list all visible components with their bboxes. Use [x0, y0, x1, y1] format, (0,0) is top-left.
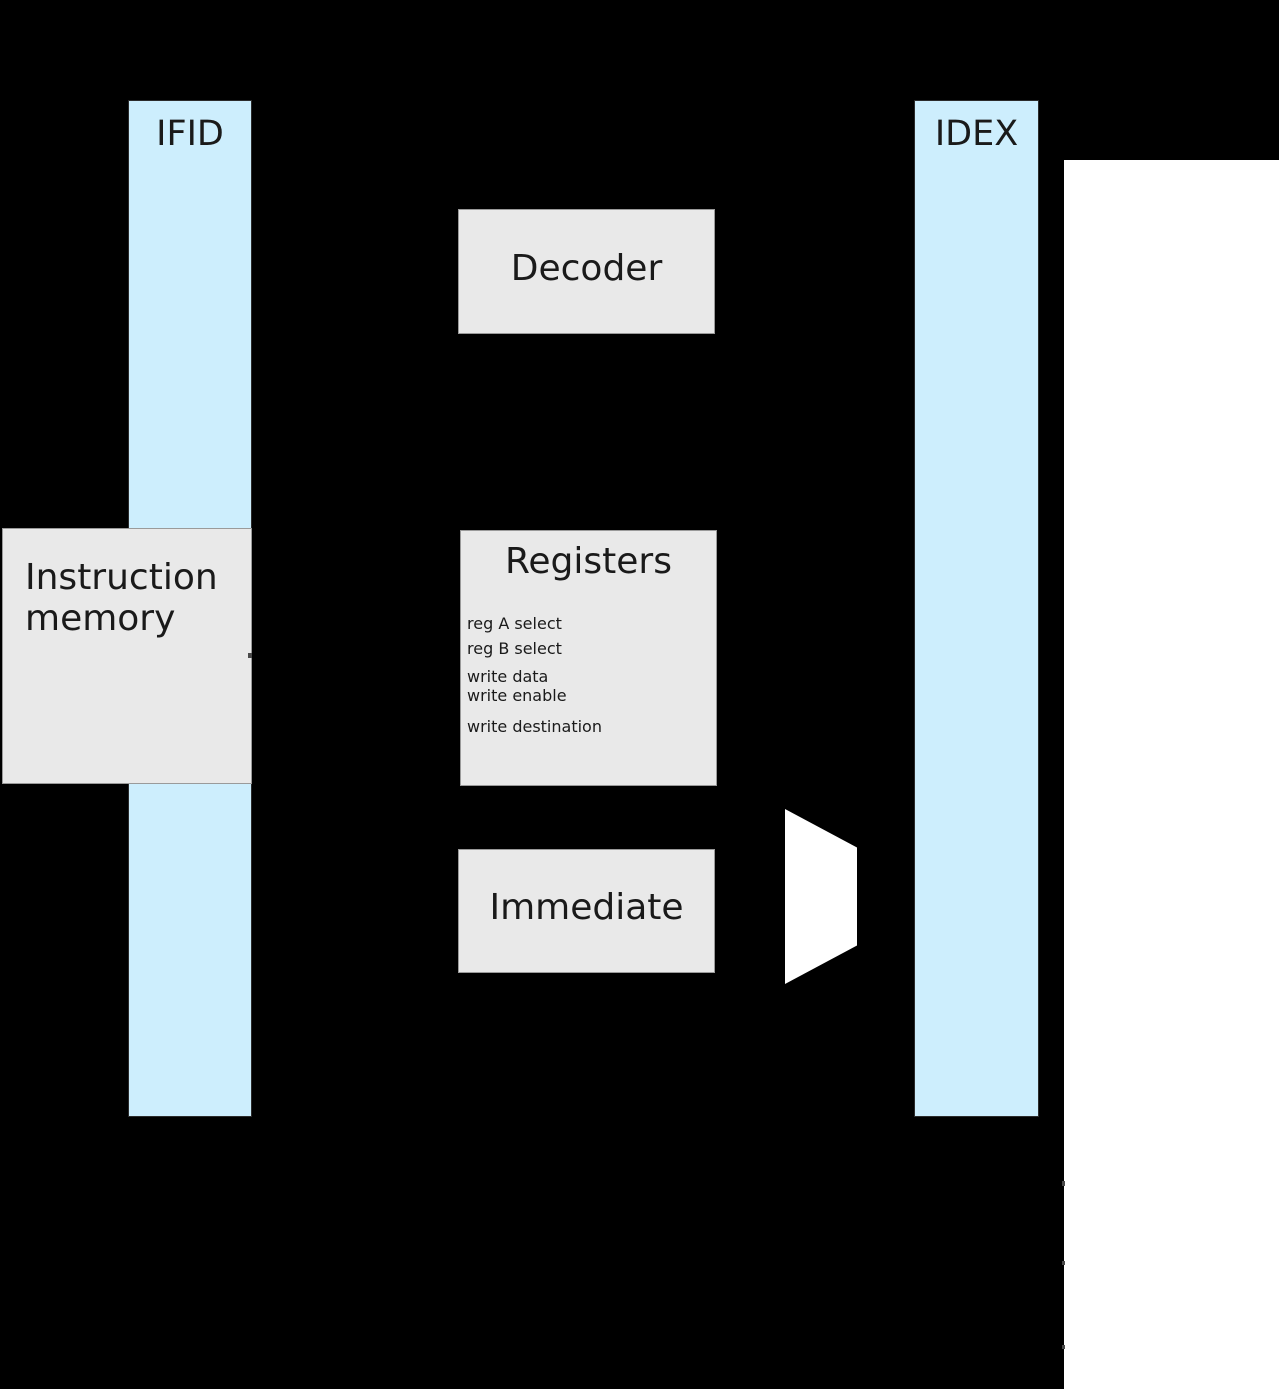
register-port-reg-a-select: reg A select [467, 614, 562, 633]
register-port-write-destination: write destination [467, 717, 602, 736]
block-instruction-memory[interactable]: Instruction memory [2, 528, 252, 784]
pipeline-register-idex-label: IDEX [934, 114, 1019, 154]
block-immediate-label: Immediate [489, 887, 684, 928]
edge-speck-instruction-memory [248, 653, 252, 658]
registers-port-list: reg A select reg B select write data wri… [467, 616, 710, 735]
block-instruction-memory-label: Instruction memory [25, 557, 218, 640]
multiplexer[interactable] [785, 809, 857, 984]
register-port-write-data: write data [467, 667, 549, 686]
edge-speck-panel-lower [1062, 1345, 1065, 1349]
block-decoder-label: Decoder [510, 248, 663, 289]
pipeline-register-ifid-label: IFID [156, 114, 224, 154]
pipeline-register-idex[interactable]: IDEX [914, 100, 1039, 1117]
block-registers-label: Registers [505, 541, 672, 582]
white-panel [1064, 160, 1279, 1389]
block-immediate[interactable]: Immediate [458, 849, 715, 973]
edge-speck-panel-upper [1062, 1181, 1065, 1186]
register-port-write-enable: write enable [467, 686, 567, 705]
edge-speck-panel-middle [1062, 1261, 1065, 1265]
block-decoder[interactable]: Decoder [458, 209, 715, 334]
block-registers[interactable]: Registers reg A select reg B select writ… [460, 530, 717, 786]
register-port-reg-b-select: reg B select [467, 639, 562, 658]
